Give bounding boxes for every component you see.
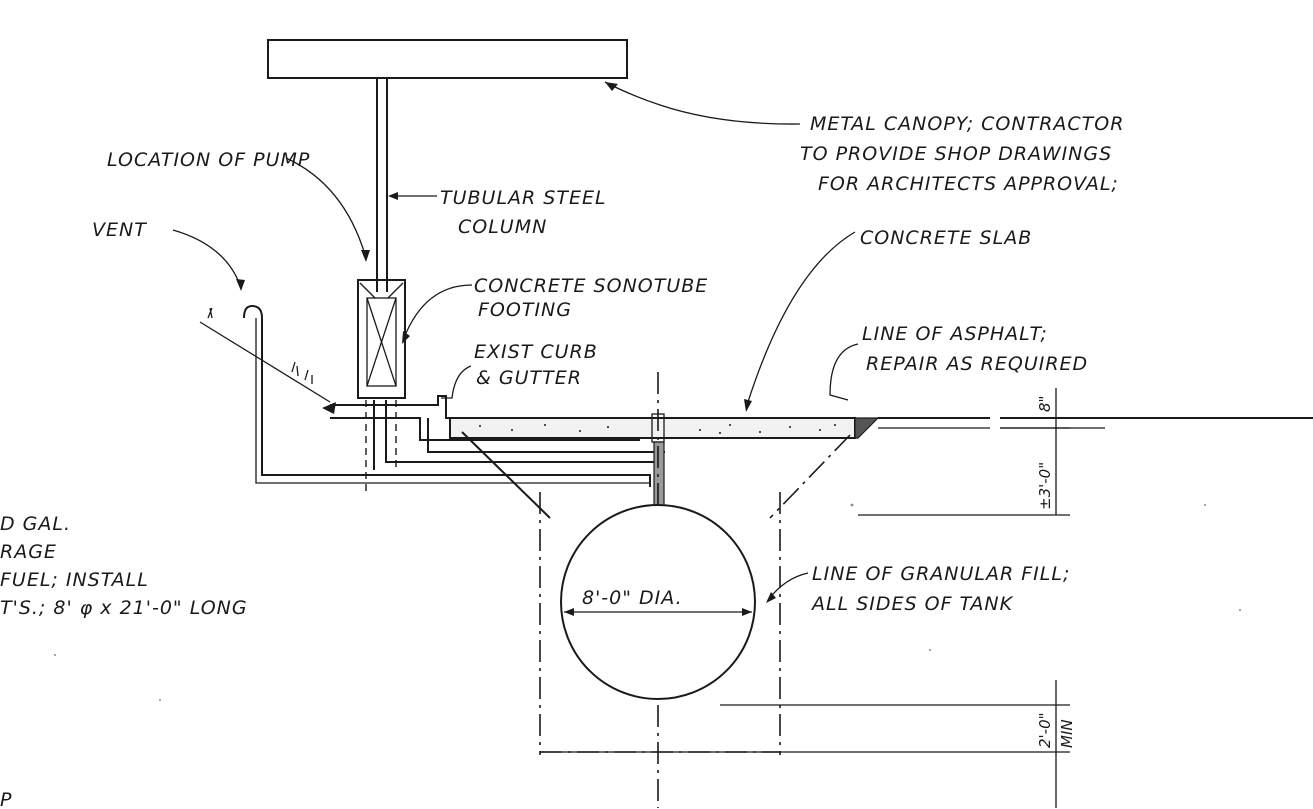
vent-label: VENT xyxy=(92,219,147,241)
column-label-line-1: TUBULAR STEEL xyxy=(440,187,607,209)
metal-canopy xyxy=(267,39,628,79)
curb-label-line-2: & GUTTER xyxy=(476,367,582,389)
canopy-note-line-1: METAL CANOPY; CONTRACTOR xyxy=(810,113,1124,135)
sonotube-footing xyxy=(357,279,406,399)
column-label-line-2: COLUMN xyxy=(458,216,547,238)
grass-marks xyxy=(207,307,313,384)
pump-location-label: LOCATION OF PUMP xyxy=(107,149,310,171)
leader-lines xyxy=(172,81,859,603)
canopy-note-line-2: TO PROVIDE SHOP DRAWINGS xyxy=(800,143,1112,165)
concrete-slab-label: CONCRETE SLAB xyxy=(860,227,1032,249)
fuel-tank xyxy=(560,504,756,700)
slab-stipple xyxy=(479,424,836,434)
bottom-clearance-dim: 2'-0" xyxy=(1036,712,1054,748)
asphalt-label-line-1: LINE OF ASPHALT; xyxy=(862,323,1048,345)
tank-note-line-2: RAGE xyxy=(0,541,57,563)
min-label: MIN xyxy=(1058,719,1076,748)
curb-gutter xyxy=(330,395,450,419)
granular-fill-label-line-1: LINE OF GRANULAR FILL; xyxy=(812,563,1070,585)
footing-dash xyxy=(365,400,397,495)
dimension-lines xyxy=(540,388,1070,808)
vent-pipe xyxy=(243,304,651,487)
tank-diameter-label: 8'-0" DIA. xyxy=(582,587,683,609)
tank-note-line-3: FUEL; INSTALL xyxy=(0,569,149,591)
dia-arrow-left xyxy=(564,608,574,616)
tank-note-line-1: D GAL. xyxy=(0,513,71,535)
supply-pipe xyxy=(427,418,665,453)
footing-label-line-1: CONCRETE SONOTUBE xyxy=(474,275,708,297)
footing-label-line-2: FOOTING xyxy=(478,299,572,321)
slab-thickness-dim: 8" xyxy=(1036,396,1054,412)
granular-fill-left xyxy=(461,431,551,519)
granular-fill-right xyxy=(769,434,851,519)
fill-pipe xyxy=(385,400,661,510)
dia-arrow-right xyxy=(742,608,752,616)
cover-depth-dim: ±3'-0" xyxy=(1036,462,1054,510)
tank-note-line-4: T'S.; 8' φ x 21'-0" LONG xyxy=(0,597,248,619)
granular-fill-label-line-2: ALL SIDES OF TANK xyxy=(810,593,1014,615)
asphalt-patch xyxy=(854,417,880,439)
fill-riser xyxy=(653,441,665,513)
paper-specks xyxy=(54,503,1241,701)
grade-line xyxy=(199,321,331,403)
asphalt-label-line-2: REPAIR AS REQUIRED xyxy=(866,353,1088,375)
curb-label-line-1: EXIST CURB xyxy=(474,341,598,363)
vent-pipe-inner xyxy=(255,318,650,484)
grade-arrow xyxy=(322,402,336,414)
corner-mark: P xyxy=(0,789,12,809)
canopy-note-line-3: FOR ARCHITECTS APPROVAL; xyxy=(818,173,1119,195)
